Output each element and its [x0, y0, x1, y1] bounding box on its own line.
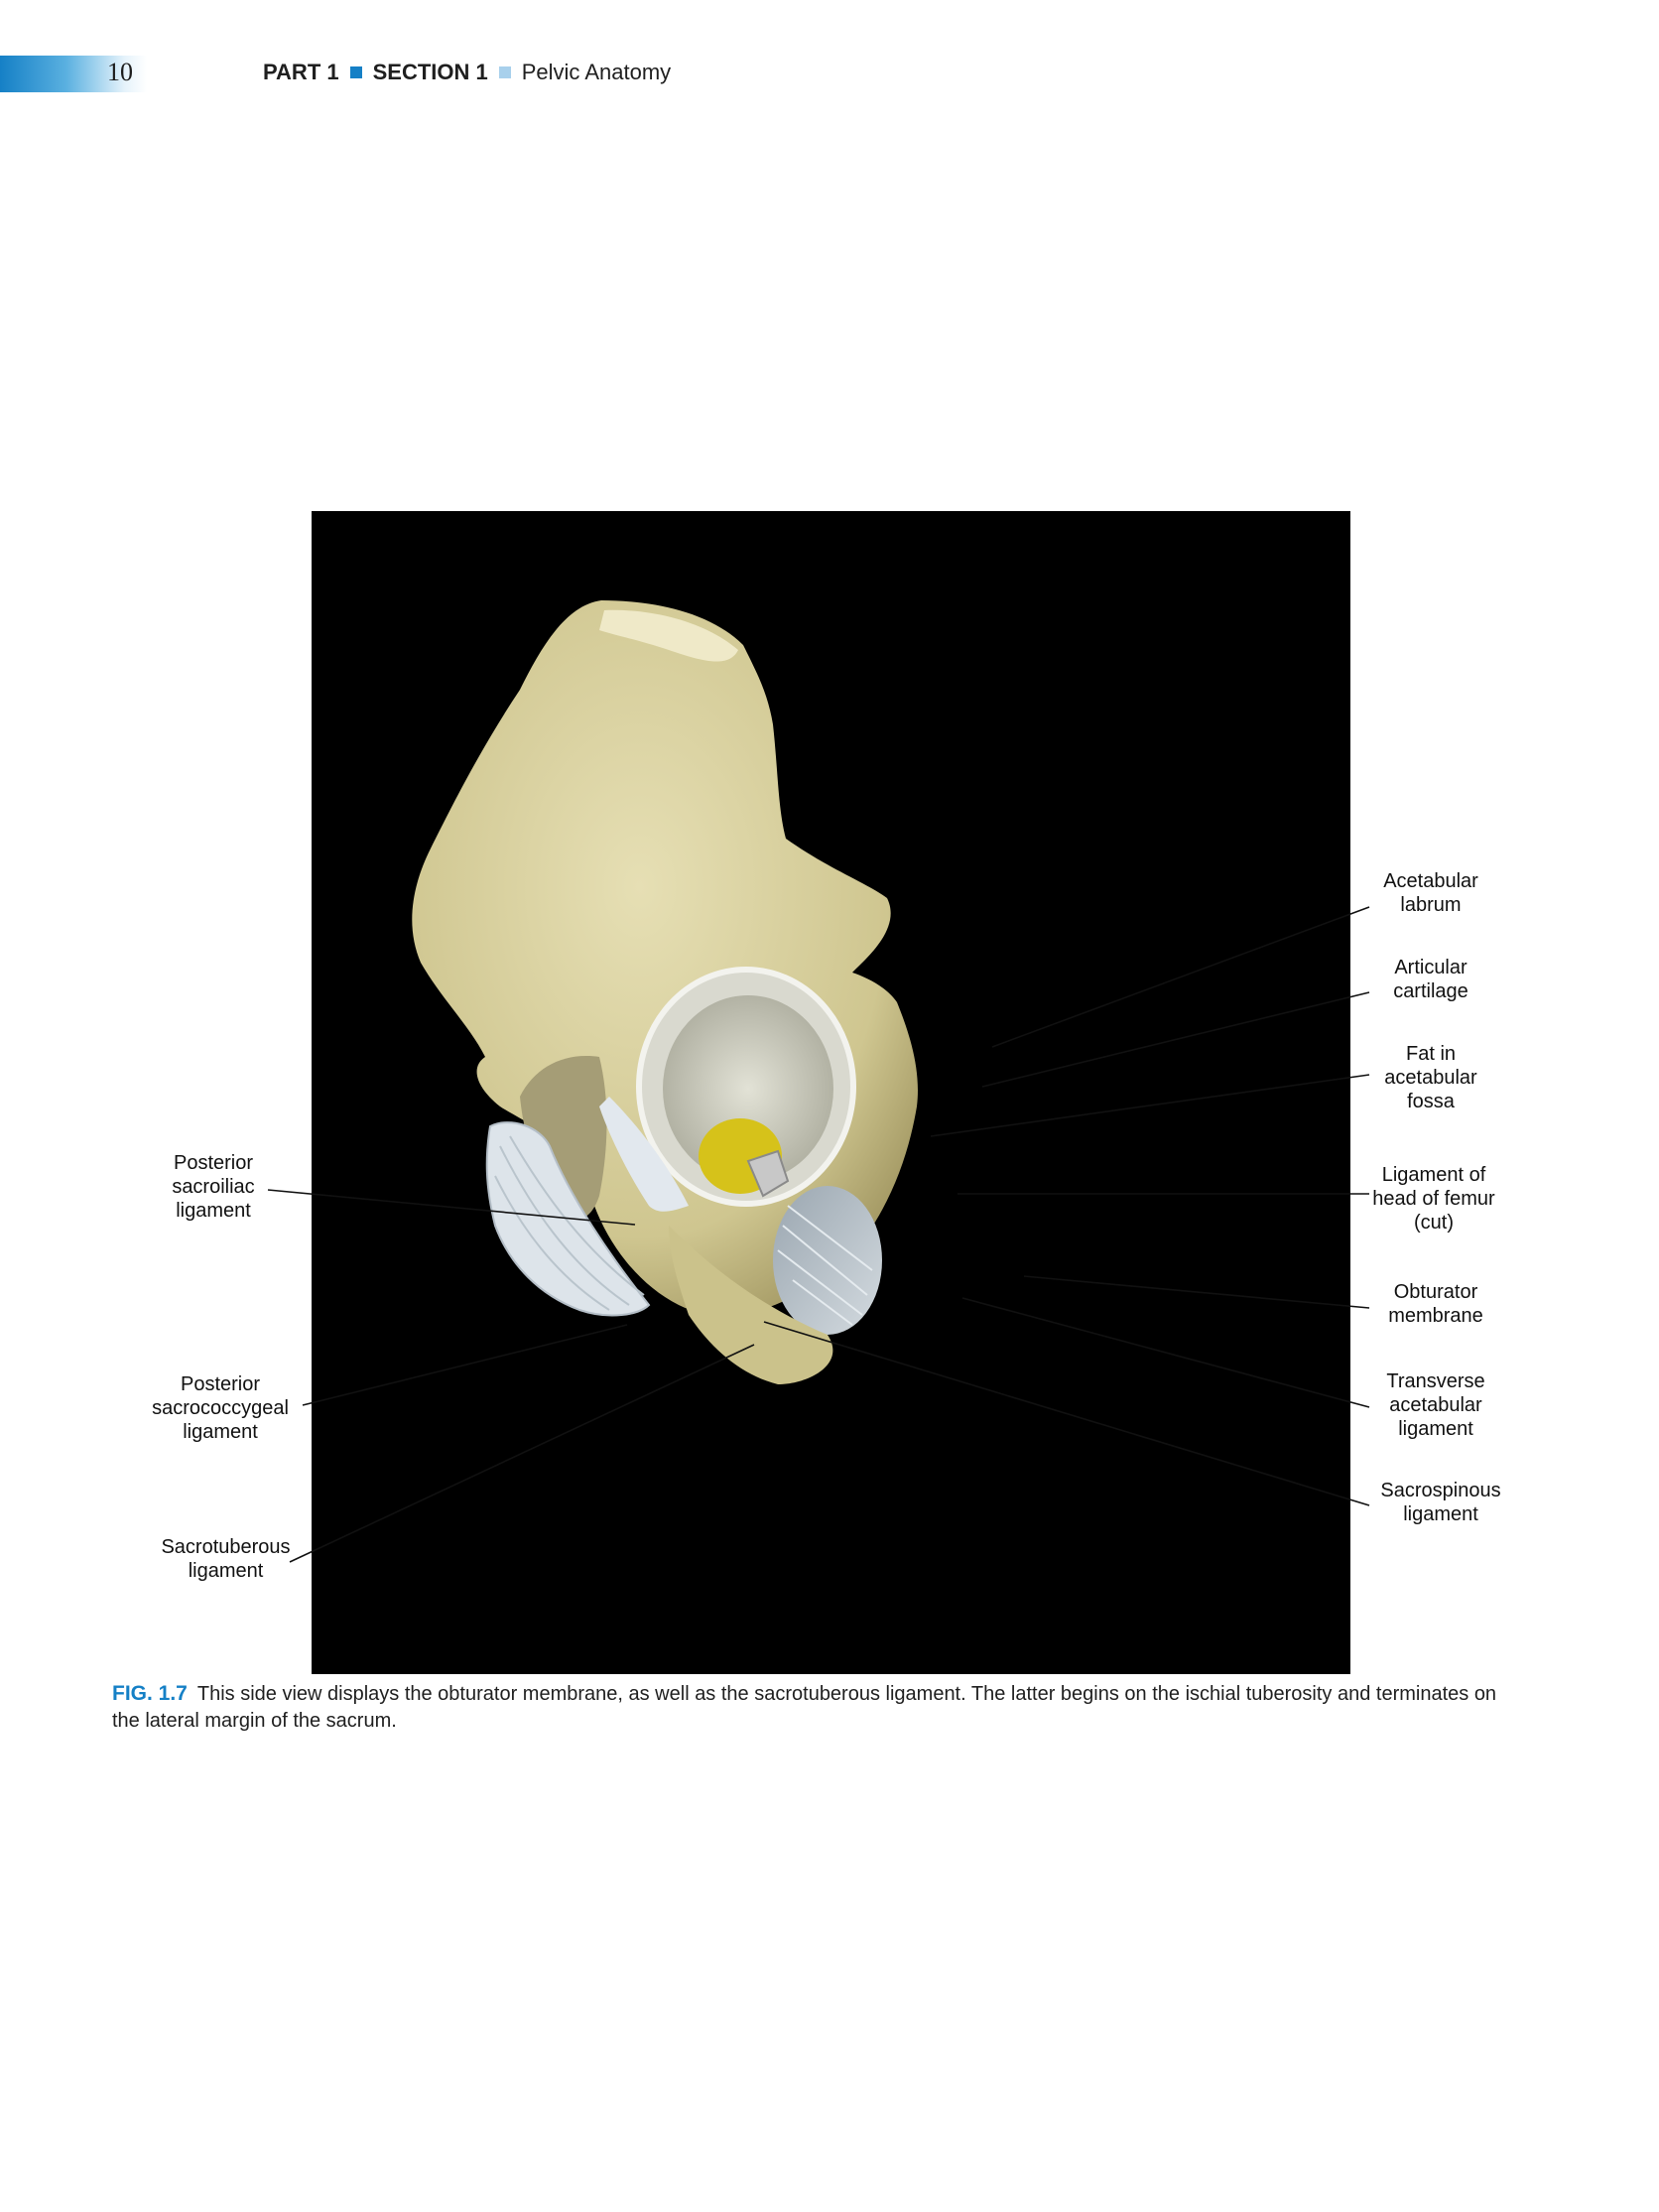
- sciatic-notch: [520, 1056, 607, 1220]
- ligament-head-femur: [746, 1149, 790, 1198]
- label-sacrospinous-ligament: Sacrospinous ligament: [1380, 1480, 1501, 1525]
- figure-number: FIG. 1.7: [112, 1682, 188, 1705]
- square-bullet-icon: [349, 66, 362, 78]
- label-fat-in-acetabular-fossa: Fat in acetabular fossa: [1384, 1043, 1477, 1112]
- label-obturator-membrane: Obturator membrane: [1388, 1281, 1483, 1327]
- pelvis-illustration: [412, 600, 918, 1384]
- sacrotuberous-ligament: [599, 1097, 689, 1212]
- label-acetabular-labrum: Acetabular labrum: [1383, 870, 1478, 916]
- obturator-membrane: [773, 1186, 882, 1335]
- page-number: 10: [107, 58, 133, 86]
- label-posterior-sacroiliac-ligament: Posterior sacroiliac ligament: [172, 1152, 255, 1222]
- running-head: PART 1 SECTION 1 Pelvic Anatomy: [263, 60, 671, 85]
- square-bullet-icon: [498, 66, 511, 78]
- running-head-section: SECTION 1: [372, 60, 488, 84]
- header-color-tab: [0, 56, 147, 92]
- label-transverse-acetabular-ligament: Transverse acetabular ligament: [1386, 1370, 1485, 1440]
- label-ligament-of-head-of-femur: Ligament of head of femur (cut): [1372, 1164, 1495, 1234]
- running-head-title: Pelvic Anatomy: [521, 60, 672, 84]
- label-articular-cartilage: Articular cartilage: [1393, 957, 1468, 1002]
- iliac-crest: [599, 609, 738, 662]
- running-head-part: PART 1: [263, 60, 339, 84]
- membrane-fibers: [777, 1205, 873, 1326]
- anatomy-figure: [312, 511, 1350, 1674]
- label-posterior-sacrococcygeal-ligament: Posterior sacrococcygeal ligament: [152, 1373, 289, 1443]
- caption-text: This side view displays the obturator me…: [112, 1683, 1497, 1732]
- label-sacrotuberous-ligament: Sacrotuberous ligament: [161, 1536, 291, 1582]
